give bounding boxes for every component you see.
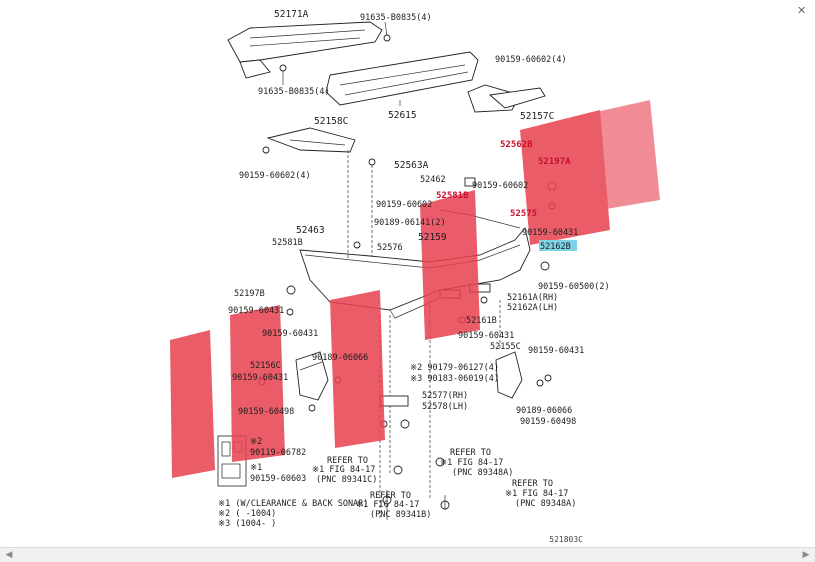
- lbl-90179-06127: ※2 90179-06127(4): [410, 363, 499, 373]
- close-icon[interactable]: ✕: [797, 4, 807, 17]
- ref1-line-c: (PNC 89341C): [316, 475, 377, 485]
- ref1-line-b: ※1 FIG 84-17: [312, 465, 375, 475]
- lbl-91635-left: 91635-B0835(4): [258, 87, 330, 97]
- lbl-90159-60431-l2: 90159-60431: [262, 329, 318, 339]
- scroll-right-icon[interactable]: ▶: [802, 550, 810, 560]
- lbl-52578: 52578(LH): [422, 402, 468, 412]
- lbl-90159-60431-l3: 90159-60431: [232, 373, 288, 383]
- lbl-52162B: 52162B: [540, 242, 571, 252]
- lbl-90159-60431-r: 90159-60431: [522, 228, 578, 238]
- ref2-line-b: ※1 FIG 84-17: [440, 458, 503, 468]
- scroll-left-icon[interactable]: ◀: [5, 550, 13, 560]
- lbl-90159-60602-c: 90159-60602: [376, 200, 432, 210]
- lbl-52576: 52576: [377, 243, 403, 253]
- lbl-52463: 52463: [296, 225, 325, 236]
- ref2-line-a: REFER TO: [450, 448, 491, 458]
- lbl-90159-60498-r: 90159-60498: [520, 417, 576, 427]
- bracket-52156C: [295, 351, 329, 401]
- lbl-90159-60602-r: 90159-60602(4): [495, 55, 567, 65]
- lbl-90183-06019: ※3 90183-06019(4): [410, 374, 499, 384]
- lbl-52155C: 52155C: [490, 342, 521, 352]
- lbl-90159-60602-m: 90159-60602: [472, 181, 528, 191]
- lbl-52156C: 52156C: [250, 361, 281, 371]
- lbl-90189-06141: 90189-06141(2): [374, 218, 446, 228]
- ref3-line-b: ※1 FIG 84-17: [356, 500, 419, 510]
- lbl-90159-60498-l: 90159-60498: [238, 407, 294, 417]
- legend-row2-tag: ※1: [250, 463, 262, 473]
- lbl-91635-top: 91635-B0835(4): [360, 13, 432, 23]
- lbl-52562B: 52562B: [500, 140, 533, 150]
- note-1: ※1 (W/CLEARANCE & BACK SONAR): [218, 499, 368, 509]
- lbl-52157C: 52157C: [520, 111, 554, 122]
- diagram-code: 521803C: [549, 535, 583, 544]
- lbl-52162A: 52162A(LH): [507, 303, 558, 313]
- absorber-52615: [325, 51, 479, 106]
- lbl-90189-06066-r: 90189-06066: [516, 406, 572, 416]
- lbl-52161B: 52161B: [466, 316, 497, 326]
- highlight-52162B: [539, 240, 577, 251]
- ref3-line-c: (PNC 89341B): [370, 510, 431, 520]
- legend-row1-tag: ※2: [250, 437, 262, 447]
- lbl-52171A: 52171A: [274, 9, 309, 20]
- lbl-52563A: 52563A: [394, 160, 429, 171]
- lbl-52575: 52575: [510, 209, 537, 219]
- legend-row2-part: 90159-60603: [250, 474, 306, 484]
- lbl-90159-60500: 90159-60500(2): [538, 282, 610, 292]
- lbl-90159-60431-l1: 90159-60431: [228, 306, 284, 316]
- note-2: ※2 ( -1004): [218, 509, 276, 519]
- ref3-line-a: REFER TO: [370, 491, 411, 501]
- bracket-52157C: [467, 84, 546, 113]
- lbl-52581B-l: 52581B: [272, 238, 303, 248]
- note-3: ※3 (1004- ): [218, 519, 276, 529]
- lbl-90189-06066-l: 90189-06066: [312, 353, 368, 363]
- ref1-line-a: REFER TO: [327, 456, 368, 466]
- lbl-90159-60431-m: 90159-60431: [458, 331, 514, 341]
- lbl-52581B-r: 52581B: [436, 191, 469, 201]
- lbl-52577: 52577(RH): [422, 391, 468, 401]
- lbl-90159-60431-rr: 90159-60431: [528, 346, 584, 356]
- watermark-logo: [170, 100, 660, 478]
- lbl-52159: 52159: [418, 232, 447, 243]
- lbl-52462: 52462: [420, 175, 446, 185]
- ref2-line-c: (PNC 89348A): [452, 468, 513, 478]
- ref4-line-a: REFER TO: [512, 479, 553, 489]
- ref4-line-b: ※1 FIG 84-17: [505, 489, 568, 499]
- bracket-52158C: [266, 127, 356, 153]
- reinforcement-52171A: [227, 21, 383, 79]
- lbl-52161A: 52161A(RH): [507, 293, 558, 303]
- lbl-52197B: 52197B: [234, 289, 265, 299]
- horizontal-scrollbar[interactable]: ◀ ▶: [0, 547, 815, 562]
- lbl-52197A: 52197A: [538, 157, 571, 167]
- ref4-line-c: (PNC 89348A): [515, 499, 576, 509]
- lbl-52615: 52615: [388, 110, 417, 121]
- lbl-52158C: 52158C: [314, 116, 348, 127]
- bracket-52155C: [495, 351, 523, 399]
- lbl-90159-60602-l: 90159-60602(4): [239, 171, 311, 181]
- legend-row1-part: 90119-06782: [250, 448, 306, 458]
